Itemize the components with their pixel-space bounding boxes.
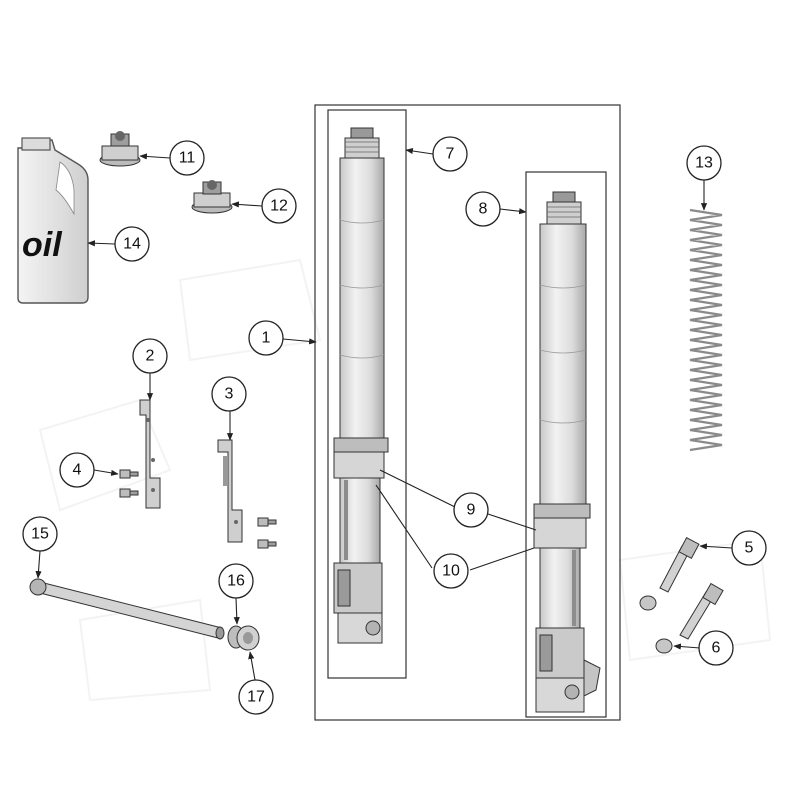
leader-lines [35,147,733,681]
callout-12-label: 12 [270,198,288,215]
callout-9: 9 [453,492,489,528]
fork-spring [689,208,723,452]
callout-14-label: 14 [123,236,141,253]
callout-3: 3 [211,376,247,412]
callout-11: 11 [169,140,205,176]
callout-17: 17 [238,679,274,715]
callout-16-label: 16 [227,573,245,590]
callout-15-label: 15 [31,526,49,543]
callout-5-label: 5 [745,540,754,557]
callout-8-label: 8 [479,201,488,218]
assembly-box-1 [314,104,621,721]
callout-14: 14 [114,226,150,262]
callout-10: 10 [433,553,469,589]
callout-2: 2 [132,338,168,374]
callout-6: 6 [698,630,734,666]
callout-10-label: 10 [442,563,460,580]
axle-spacer-16 [227,625,260,651]
callout-17-label: 17 [247,689,265,706]
fork-leg-left [333,127,389,644]
assembly-box-8 [525,171,607,718]
callout-12: 12 [261,188,297,224]
callout-15: 15 [22,516,58,552]
screws-4 [119,469,139,498]
fork-cap-12 [191,180,233,214]
callout-2-label: 2 [146,348,155,365]
bracket-2 [139,399,161,509]
callout-6-label: 6 [712,640,721,657]
callout-1-label: 1 [262,330,271,347]
oil-label: oil [22,226,63,264]
oil-jug: oil [17,137,89,304]
callout-4-label: 4 [73,462,82,479]
callout-9-label: 9 [467,502,476,519]
callout-5: 5 [731,530,767,566]
screws-bracket-3 [257,517,277,549]
fork-leg-right [533,191,601,713]
callout-13-label: 13 [695,155,713,172]
nuts-6 [639,595,673,654]
callout-4: 4 [59,452,95,488]
fork-cap-11 [99,131,141,167]
bolts-5 [659,536,724,640]
bracket-3 [217,439,243,543]
callout-1: 1 [248,320,284,356]
callout-11-label: 11 [179,150,196,167]
assembly-box-7 [327,109,407,679]
callout-8: 8 [465,191,501,227]
callout-16: 16 [218,563,254,599]
callout-7-label: 7 [446,146,455,163]
callout-13: 13 [686,145,722,181]
callout-3-label: 3 [225,386,234,403]
callout-7: 7 [432,136,468,172]
axle-15 [29,578,225,640]
